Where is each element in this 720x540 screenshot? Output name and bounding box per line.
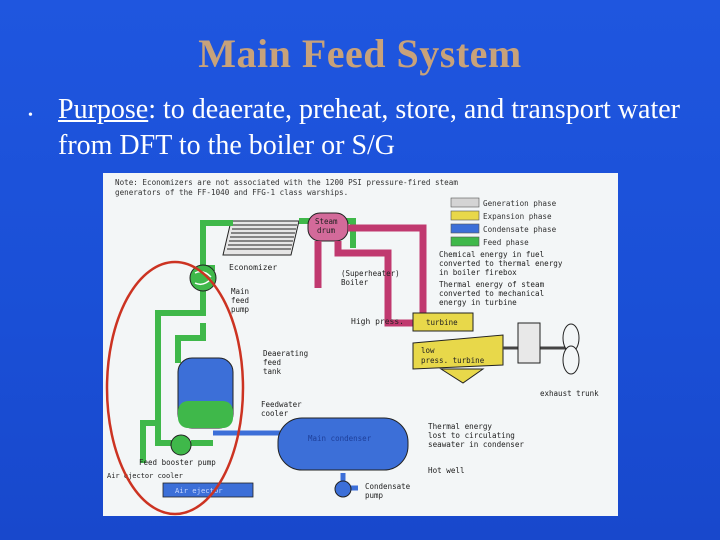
dft-label-1: Deaerating	[263, 349, 308, 358]
phase-legend: Generation phase Expansion phase Condens…	[450, 197, 557, 247]
feed-system-diagram: Note: Economizers are not associated wit…	[103, 173, 618, 516]
legend-label-expansion: Expansion phase	[483, 212, 552, 221]
bullet-marker: •	[28, 108, 33, 123]
air-ejector-cooler-label: Air ejector cooler	[107, 472, 183, 480]
lp-turbine-label-2: press. turbine	[421, 356, 485, 365]
condensate-pump: Condensate pump	[334, 480, 411, 500]
slide-title: Main Feed System	[198, 31, 522, 76]
diagram-note-line1: Note: Economizers are not associated wit…	[115, 178, 458, 187]
main-feed-pump-label-3: pump	[231, 305, 250, 314]
thermal-energy-2: converted to mechanical	[439, 289, 544, 298]
bullet-text: Purpose: to deaerate, preheat, store, an…	[58, 92, 708, 164]
exhaust-trunk-label: exhaust trunk	[540, 389, 599, 398]
thermal-lost-note: Thermal energy lost to circulating seawa…	[428, 422, 524, 449]
condensate-pump-label-2: pump	[365, 491, 384, 500]
legend-label-generation: Generation phase	[483, 199, 557, 208]
steam-drum-label-1: Steam	[315, 217, 338, 226]
thermal-energy-3: energy in turbine	[439, 298, 517, 307]
main-feed-pump-label-1: Main	[231, 287, 249, 296]
legend-swatch-generation	[450, 197, 480, 208]
legend-swatch-expansion	[450, 210, 480, 221]
highlight-ellipse	[105, 260, 245, 516]
feed-pipes	[140, 218, 356, 463]
thermal-lost-2: lost to circulating	[428, 431, 515, 440]
diagram-svg: Note: Economizers are not associated wit…	[105, 178, 599, 516]
steam-drum: Steam drum	[307, 212, 349, 242]
hot-well-label: Hot well	[428, 466, 465, 475]
economizer-coil	[222, 220, 300, 256]
feed-booster-pump-label: Feed booster pump	[139, 458, 216, 467]
propeller-shaft	[503, 322, 580, 375]
deaerating-feed-tank: Deaerating feed tank	[177, 349, 308, 429]
feedwater-cooler-label-1: Feedwater	[261, 400, 302, 409]
chem-energy-2: converted to thermal energy	[439, 259, 563, 268]
air-ejector: Air ejector Air ejector cooler	[107, 472, 254, 498]
hp-turbine: turbine High press.	[351, 312, 474, 332]
thermal-lost-3: seawater in condenser	[428, 440, 524, 449]
steam-pipes	[314, 224, 427, 327]
feedwater-cooler-label-2: cooler	[261, 409, 289, 418]
diagram-note-line2: generators of the FF-1040 and FFG-1 clas…	[115, 188, 348, 197]
chem-energy-1: Chemical energy in fuel	[439, 250, 544, 259]
air-ejector-label: Air ejector	[175, 486, 223, 495]
main-condenser-label: Main condenser	[308, 434, 372, 443]
feed-booster-pump: Feed booster pump	[139, 434, 216, 467]
main-condenser: Main condenser	[277, 417, 409, 471]
high-press-label: High press.	[351, 317, 404, 326]
legend-swatch-condensate	[450, 223, 480, 234]
boiler-label: Boiler	[341, 278, 369, 287]
hp-turbine-label: turbine	[426, 318, 458, 327]
legend-label-feed: Feed phase	[483, 238, 529, 247]
lp-turbine-label-1: low	[421, 346, 435, 355]
legend-label-condensate: Condensate phase	[483, 225, 557, 234]
dft-label-2: feed	[263, 358, 281, 367]
legend-swatch-feed	[450, 236, 480, 247]
dft-label-3: tank	[263, 367, 282, 376]
thermal-energy-1: Thermal energy of steam	[439, 280, 545, 289]
condensate-pump-label-1: Condensate	[365, 482, 411, 491]
main-feed-pump-label-2: feed	[231, 296, 249, 305]
economizer-label: Economizer	[229, 263, 277, 272]
main-feed-pump: Main feed pump	[189, 264, 250, 314]
thermal-lost-1: Thermal energy	[428, 422, 492, 431]
bullet-body: : to deaerate, preheat, store, and trans…	[58, 94, 680, 161]
superheater-label: (Superheater)	[341, 269, 400, 278]
bullet-lead-term: Purpose	[58, 94, 149, 125]
energy-notes: Chemical energy in fuel converted to the…	[439, 250, 563, 307]
steam-drum-label-2: drum	[317, 226, 336, 235]
lp-turbine: low press. turbine	[412, 334, 504, 384]
chem-energy-3: in boiler firebox	[439, 268, 517, 277]
